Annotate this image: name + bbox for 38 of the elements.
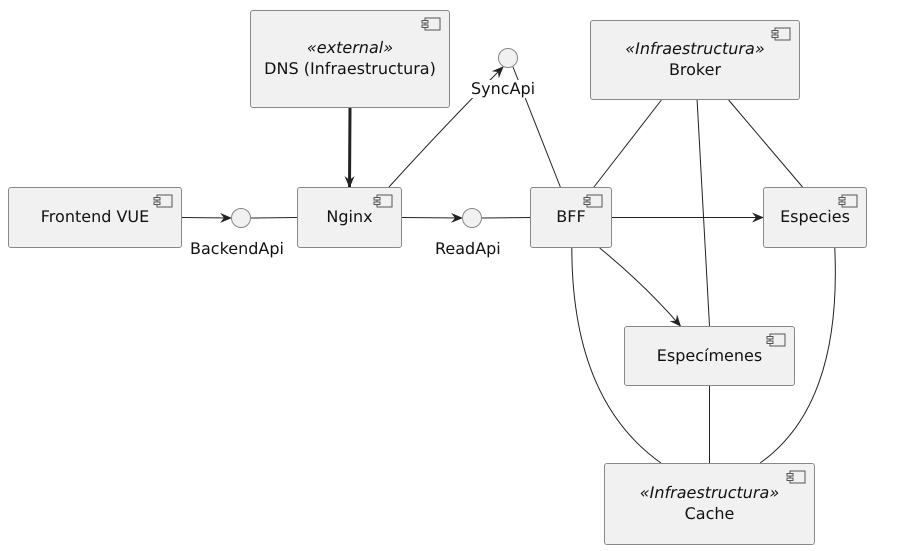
component-name: Frontend VUE	[40, 207, 150, 228]
interface-label: ReadApi	[435, 240, 501, 258]
component-box	[624, 326, 795, 386]
arrow	[612, 212, 764, 222]
interface-circle	[498, 48, 518, 68]
component-name: Broker	[668, 60, 722, 81]
component-name: Nginx	[326, 207, 373, 228]
component-box	[763, 187, 867, 248]
stereotype-label: «Infraestructura»	[625, 39, 765, 60]
component-name: DNS (Infraestructura)	[264, 59, 436, 80]
connector-line	[760, 248, 836, 464]
arrow	[402, 212, 463, 223]
component-name: Cache	[684, 504, 734, 525]
component-box	[250, 10, 450, 108]
component-box	[297, 187, 402, 248]
interface-circle	[231, 208, 251, 228]
component-box	[8, 187, 182, 248]
interface-label: SyncApi	[471, 80, 536, 98]
arrow	[599, 248, 682, 327]
component-name: BFF	[556, 207, 586, 228]
stereotype-label: «Infraestructura»	[640, 483, 780, 504]
connector-line	[709, 386, 710, 464]
component-name: Especímenes	[656, 346, 762, 366]
component-box	[590, 20, 800, 100]
component-name: Especies	[780, 207, 850, 228]
connector-line	[593, 100, 662, 188]
interface-circle	[462, 208, 482, 228]
arrow	[344, 108, 355, 188]
connector-line	[696, 100, 710, 326]
connector-line	[250, 217, 298, 218]
component-box	[530, 187, 612, 248]
connector-line	[728, 100, 804, 188]
component-box	[604, 463, 815, 545]
arrow	[182, 212, 232, 223]
stereotype-label: «external»	[306, 38, 394, 59]
interface-label: BackendApi	[190, 240, 284, 258]
connector-line	[482, 217, 530, 218]
connector-line	[571, 248, 662, 464]
